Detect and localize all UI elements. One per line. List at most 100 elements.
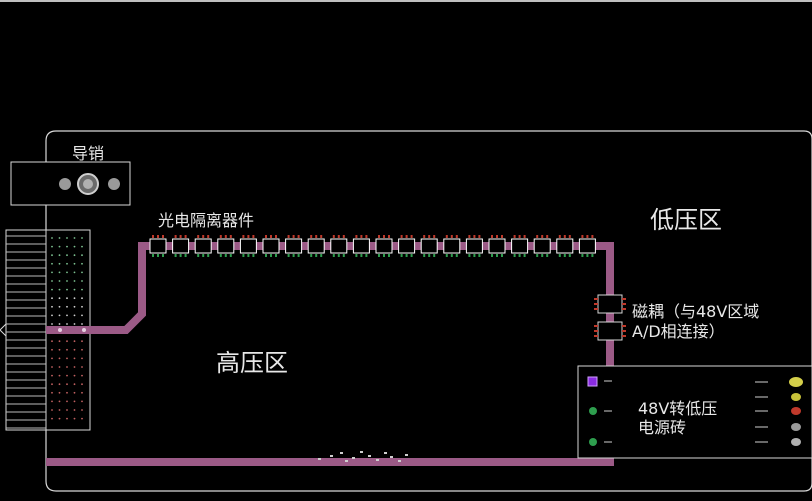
optocoupler-pad-bottom: [558, 254, 561, 257]
optocoupler: [420, 238, 438, 254]
optocoupler-pad-top: [473, 235, 476, 238]
optocoupler: [217, 238, 235, 254]
optocoupler-pad-bottom: [365, 254, 368, 257]
optocoupler-pad-bottom: [450, 254, 453, 257]
connector-pin: [66, 245, 68, 248]
connector-pin: [66, 254, 68, 257]
optocoupler-pad-top: [157, 235, 159, 238]
optocoupler-pad-top: [292, 235, 295, 238]
connector-pin: [81, 348, 83, 351]
optocoupler: [330, 238, 348, 254]
magnetic-coupler-pad: [622, 330, 626, 332]
optocoupler: [375, 238, 393, 254]
optocoupler-pad-top: [179, 235, 182, 238]
connector-pin: [66, 417, 68, 420]
connector-pin: [81, 383, 83, 386]
optocoupler-pad-top: [496, 235, 498, 238]
connector-pin: [81, 374, 83, 377]
optocoupler-pad-bottom: [586, 254, 589, 257]
connector-pin: [81, 391, 83, 394]
optocoupler-pad-bottom: [174, 254, 177, 257]
optocoupler: [488, 238, 506, 254]
debris-speck: [384, 452, 387, 454]
optocoupler-pad-top: [513, 235, 516, 238]
debris-speck: [340, 452, 343, 454]
connector-pin: [51, 305, 53, 308]
optocoupler-pad-top: [207, 235, 210, 238]
optocoupler-pad-top: [337, 235, 340, 238]
connector-pin: [58, 323, 61, 325]
connector-pin: [58, 262, 61, 265]
power-brick-output-pin: [789, 377, 803, 387]
optocoupler-pad-top: [360, 235, 363, 238]
debris-speck: [360, 451, 363, 453]
debris-speck: [330, 455, 333, 457]
optocoupler-pad-bottom: [563, 254, 566, 257]
optocoupler-pad-bottom: [152, 254, 154, 257]
power-brick-pin-3: [589, 438, 597, 446]
optocoupler-pad-bottom: [496, 254, 498, 257]
connector-pin: [51, 340, 53, 343]
connector-pin: [73, 280, 76, 282]
optocoupler-pad-bottom: [518, 254, 521, 257]
optocoupler-pad-bottom: [455, 254, 458, 257]
power-brick-pin-2: [589, 407, 597, 415]
connector-pin: [58, 366, 61, 368]
optocoupler-pad-top: [297, 235, 300, 238]
optocoupler-pad-top: [342, 235, 345, 238]
debris-speck: [405, 454, 408, 456]
optocoupler-pad-bottom: [383, 254, 385, 257]
connector-pin: [66, 271, 68, 274]
connector-pin: [51, 254, 53, 257]
optocoupler-pad-bottom: [197, 254, 200, 257]
connector-pin: [51, 237, 53, 239]
optocoupler-pad-bottom: [342, 254, 345, 257]
optocoupler: [194, 238, 212, 254]
optocoupler-pad-top: [152, 235, 154, 238]
optocoupler-pad-top: [265, 235, 267, 238]
power-brick-output-pin: [791, 407, 801, 415]
connector-pin: [51, 280, 53, 282]
connector-pin: [73, 271, 76, 274]
optocoupler-pad-top: [320, 235, 323, 238]
connector-pin: [58, 237, 61, 239]
power-brick-box: [577, 365, 812, 459]
optocoupler-pad-top: [332, 235, 335, 238]
connector-pin: [58, 400, 61, 403]
connector-pin: [51, 383, 53, 386]
optocoupler-pad-bottom: [523, 254, 526, 257]
optocoupler-pad-bottom: [410, 254, 413, 257]
optocoupler-pad-bottom: [581, 254, 584, 257]
optocoupler-pad-bottom: [388, 254, 390, 257]
optocoupler-pad-top: [518, 235, 521, 238]
optocoupler-pad-top: [388, 235, 390, 238]
connector-pin: [73, 254, 76, 257]
guide-pin-hole-center-core: [83, 179, 93, 189]
connector-pin: [81, 245, 83, 248]
connector-pin: [81, 271, 83, 274]
optocoupler-pad-bottom: [546, 254, 549, 257]
magnetic-coupler-pad: [594, 325, 598, 327]
optocoupler-pad-top: [455, 235, 458, 238]
connector-pin: [51, 409, 53, 411]
connector-pin: [58, 391, 61, 394]
optocoupler-pad-bottom: [332, 254, 335, 257]
guide-pin-label: 导销: [72, 144, 105, 163]
connector-pin: [66, 262, 68, 265]
magnetic-coupler-pad: [594, 308, 598, 310]
connector-pin: [51, 314, 53, 317]
connector-pin: [58, 245, 61, 248]
optocoupler-pad-bottom: [287, 254, 290, 257]
optocoupler-pad-bottom: [292, 254, 295, 257]
connector-pin: [81, 297, 83, 300]
optocoupler-pad-bottom: [320, 254, 323, 257]
optocoupler: [285, 238, 303, 254]
connector-pin: [73, 357, 76, 360]
optocoupler-pad-bottom: [445, 254, 448, 257]
optocoupler-pad-top: [536, 235, 539, 238]
optocoupler-pad-bottom: [315, 254, 318, 257]
optocoupler-pad-bottom: [433, 254, 436, 257]
connector-pin: [81, 254, 83, 257]
optocoupler-pad-top: [450, 235, 453, 238]
optocoupler-pad-bottom: [179, 254, 182, 257]
